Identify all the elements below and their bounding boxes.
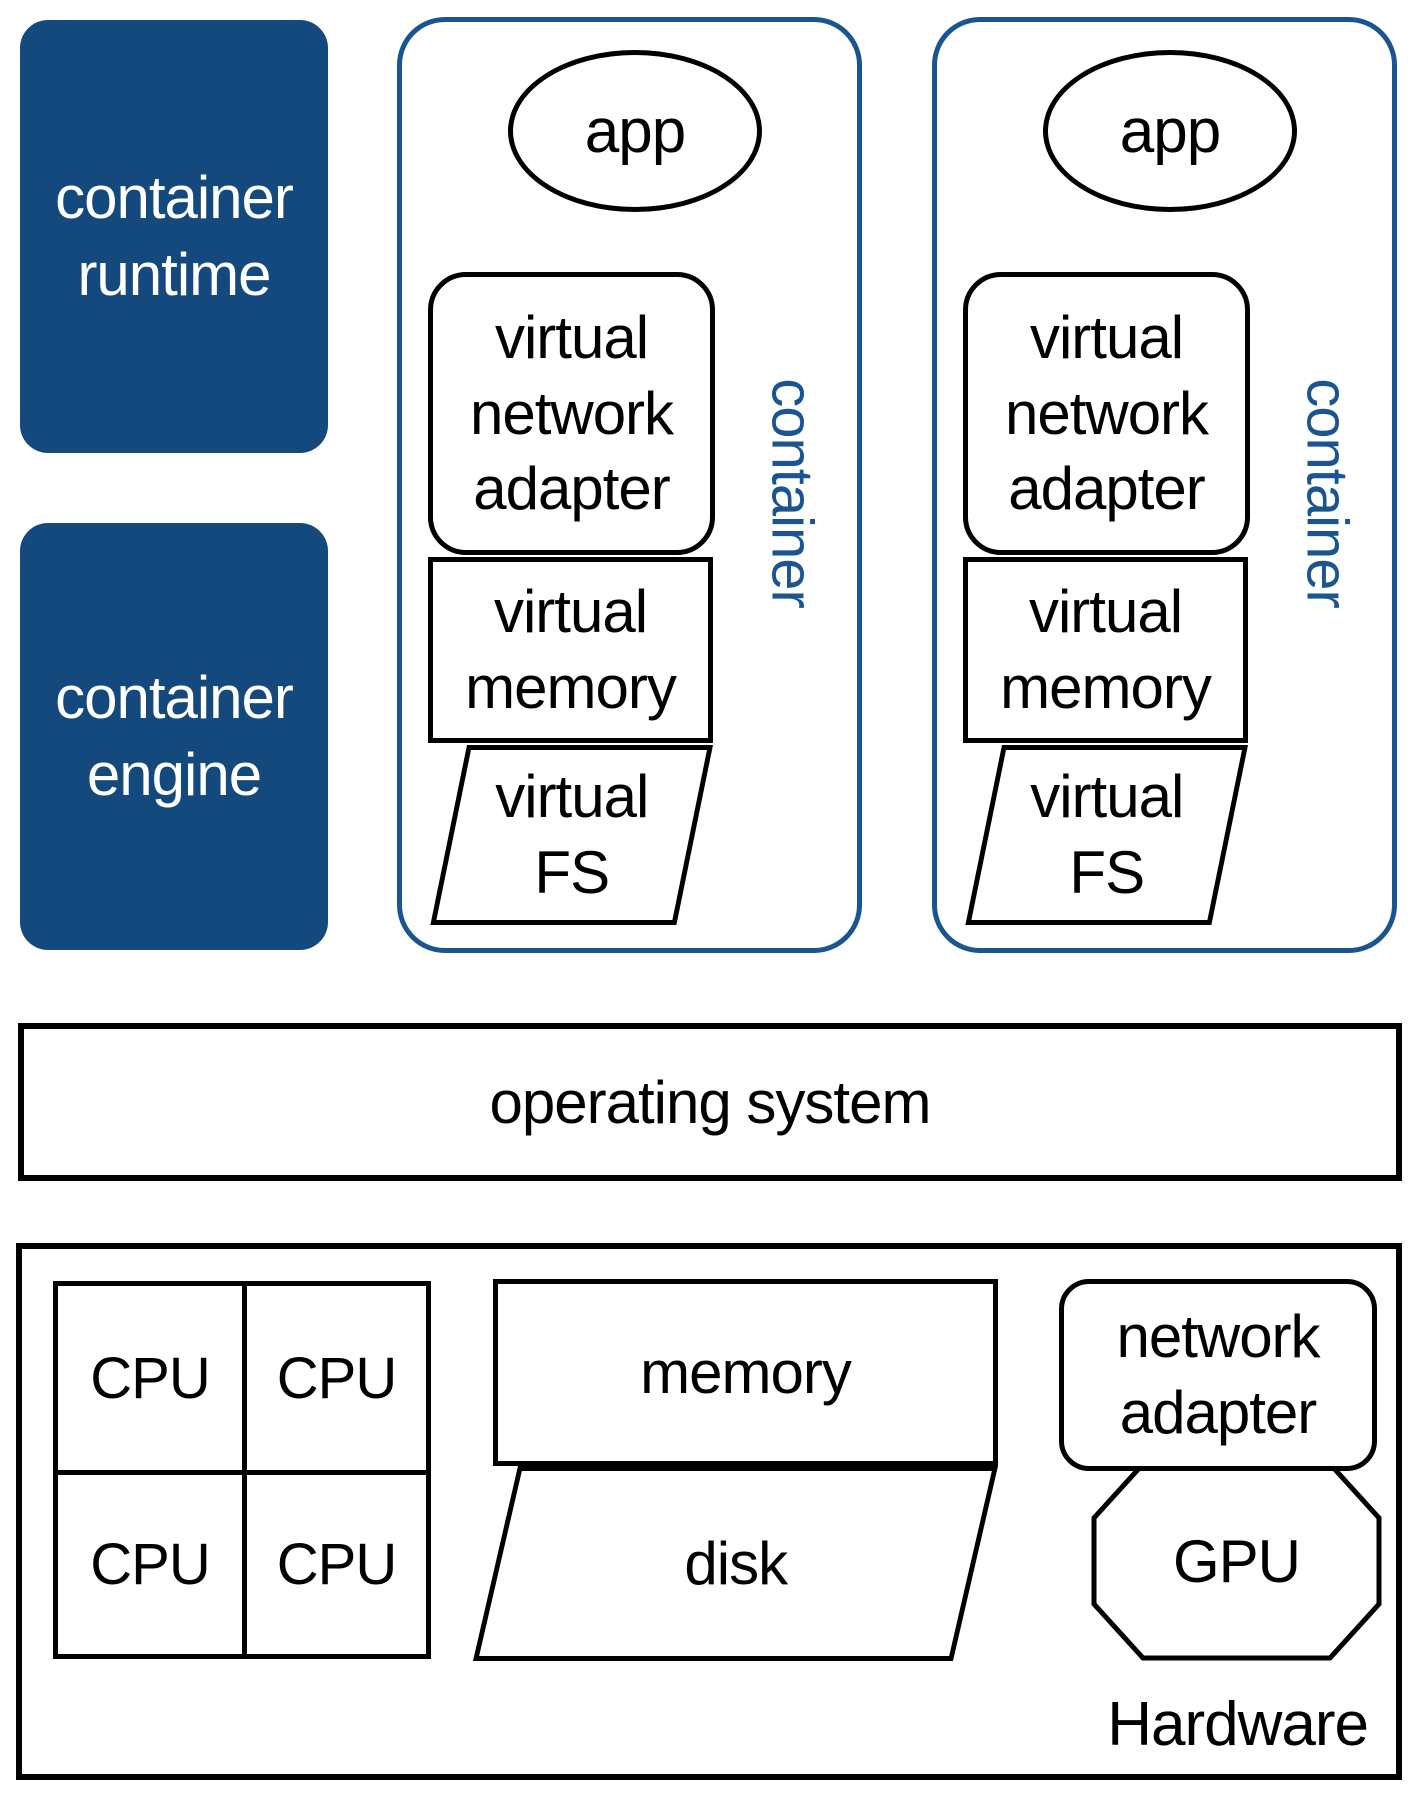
container-2: app virtual network adapter virtual memo… [932, 17, 1397, 953]
cpu-label-3: CPU [90, 1532, 210, 1597]
cpu-grid-horizontal-divider [58, 1470, 426, 1475]
container-engine-box: container engine [20, 523, 328, 950]
virtual-network-adapter-box-1: virtual network adapter [428, 272, 715, 555]
virtual-network-adapter-label-1: virtual network adapter [469, 304, 674, 523]
hardware-caption-text: Hardware [1107, 1690, 1369, 1759]
gpu-label-overlay: GPU [1091, 1461, 1382, 1661]
virtual-fs-parallelogram-2: virtual FS [965, 745, 1248, 925]
operating-system-bar: operating system [18, 1023, 1402, 1181]
container-side-label-1: container [759, 378, 825, 608]
cpu-cell-3: CPU [58, 1475, 242, 1654]
virtual-memory-label-1: virtual memory [465, 578, 677, 721]
app-ellipse-1: app [508, 50, 762, 212]
app-ellipse-2: app [1043, 50, 1297, 212]
container-side-label-2: container [1294, 378, 1360, 608]
virtual-fs-label-1: virtual FS [495, 763, 649, 906]
virtual-network-adapter-box-2: virtual network adapter [963, 272, 1250, 555]
cpu-cell-2: CPU [247, 1286, 426, 1470]
cpu-label-4: CPU [276, 1532, 397, 1597]
virtual-memory-box-1: virtual memory [428, 557, 713, 743]
memory-label: memory [640, 1338, 852, 1406]
virtual-memory-box-2: virtual memory [963, 557, 1248, 743]
cpu-cell-1: CPU [58, 1286, 242, 1470]
gpu-label: GPU [1172, 1527, 1301, 1595]
virtual-fs-parallelogram-1: virtual FS [430, 745, 713, 925]
cpu-label-2: CPU [276, 1345, 397, 1411]
hardware-box: CPU CPU CPU CPU memory disk GPU network … [16, 1243, 1402, 1780]
container-engine-label: container engine [55, 664, 294, 808]
network-adapter-label: network adapter [1116, 1303, 1320, 1446]
disk-label: disk [684, 1529, 787, 1597]
container-1: app virtual network adapter virtual memo… [397, 17, 862, 953]
operating-system-label: operating system [489, 1068, 932, 1136]
hardware-caption: Hardware [1002, 1689, 1369, 1760]
app-label-2: app [1119, 96, 1221, 166]
app-label-1: app [584, 96, 686, 166]
cpu-cell-4: CPU [247, 1475, 426, 1654]
disk-parallelogram: disk [472, 1466, 998, 1661]
virtual-memory-label-2: virtual memory [1000, 578, 1212, 721]
container-runtime-box: container runtime [20, 20, 328, 453]
network-adapter-box: network adapter [1059, 1279, 1377, 1471]
cpu-grid: CPU CPU CPU CPU [53, 1281, 431, 1659]
container-runtime-label: container runtime [55, 164, 294, 308]
gpu-octagon [1091, 1461, 1382, 1661]
memory-box: memory [493, 1279, 998, 1466]
virtual-network-adapter-label-2: virtual network adapter [1004, 304, 1209, 523]
virtual-fs-label-2: virtual FS [1030, 763, 1184, 906]
cpu-label-1: CPU [90, 1345, 210, 1411]
